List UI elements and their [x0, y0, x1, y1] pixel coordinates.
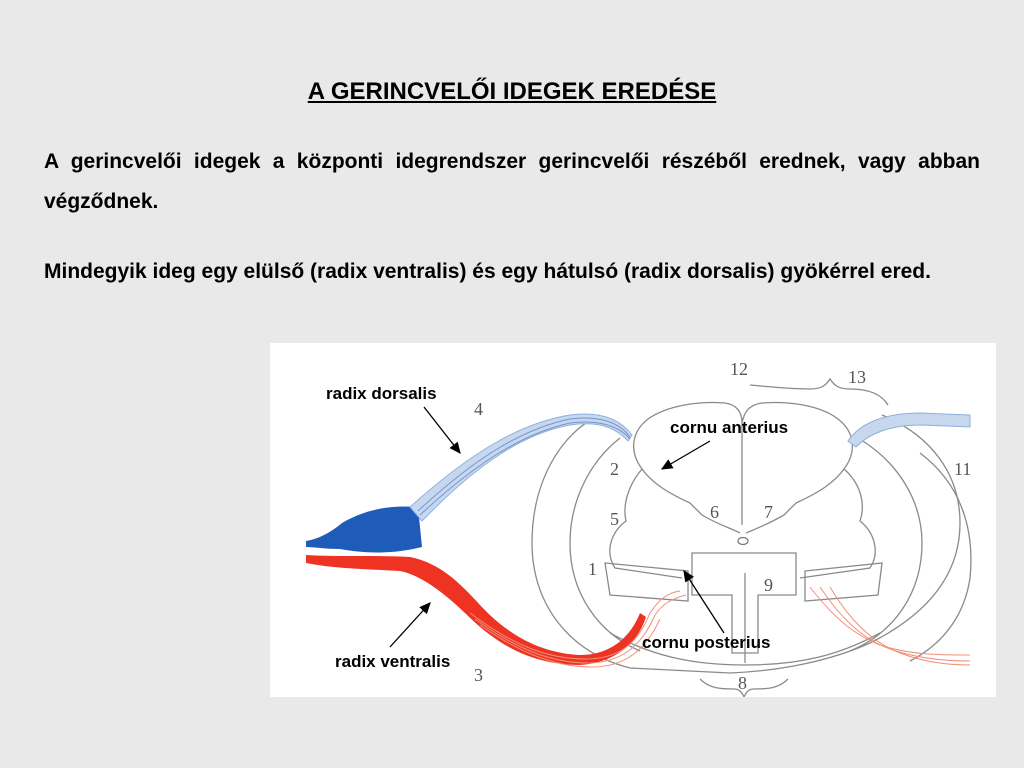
number-12: 12	[730, 359, 748, 379]
number-8: 8	[738, 673, 747, 693]
lateral-horn-left	[609, 468, 683, 579]
spinal-nerve-figure: radix dorsalis cornu anterius cornu post…	[270, 343, 996, 697]
number-6: 6	[710, 502, 719, 522]
bottom-arc	[609, 632, 881, 666]
pointer-radix-ventralis	[389, 602, 431, 648]
dorsal-region	[691, 552, 797, 654]
number-13: 13	[848, 367, 866, 387]
posterior-horn-right	[804, 562, 883, 602]
meninges-right	[909, 452, 972, 662]
number-9: 9	[764, 575, 773, 595]
label-cornu-posterius: cornu posterius	[642, 633, 770, 652]
pointer-cornu-anterius	[660, 440, 711, 470]
brace-bottom	[699, 678, 789, 697]
number-11: 11	[954, 459, 971, 479]
posterior-horn-left	[604, 562, 689, 602]
number-4: 4	[474, 399, 483, 419]
ventral-root-fibers	[469, 590, 687, 668]
number-1: 1	[588, 559, 597, 579]
number-2: 2	[610, 459, 619, 479]
dorsal-root	[409, 413, 633, 522]
lateral-horn-right	[799, 468, 876, 579]
label-radix-dorsalis: radix dorsalis	[326, 384, 437, 403]
label-radix-ventralis: radix ventralis	[335, 652, 450, 671]
label-cornu-anterius: cornu anterius	[670, 418, 788, 437]
cord-inner-outline-right	[849, 437, 923, 652]
brace-13	[749, 377, 889, 406]
number-5: 5	[610, 509, 619, 529]
spinal-cord-diagram: radix dorsalis cornu anterius cornu post…	[306, 359, 972, 697]
dorsal-root-fibers	[417, 417, 631, 516]
pointer-cornu-posterius	[683, 569, 725, 634]
ventral-root	[306, 555, 646, 665]
dorsal-root-ganglion	[306, 506, 422, 553]
paragraph-roots: Mindegyik ideg egy elülső (radix ventral…	[44, 260, 931, 283]
dorsal-root-right	[847, 412, 971, 448]
number-7: 7	[764, 502, 773, 522]
ventral-root-fibers-right	[809, 586, 971, 666]
cord-outline	[531, 414, 961, 674]
number-3: 3	[474, 665, 483, 685]
paragraph-origin: A gerincvelői idegek a központi idegrend…	[44, 150, 980, 213]
pointer-radix-dorsalis	[423, 406, 461, 455]
slide-title: A GERINCVELŐI IDEGEK EREDÉSE	[307, 78, 717, 105]
cord-inner-outline	[569, 437, 641, 652]
central-canal	[737, 536, 749, 546]
